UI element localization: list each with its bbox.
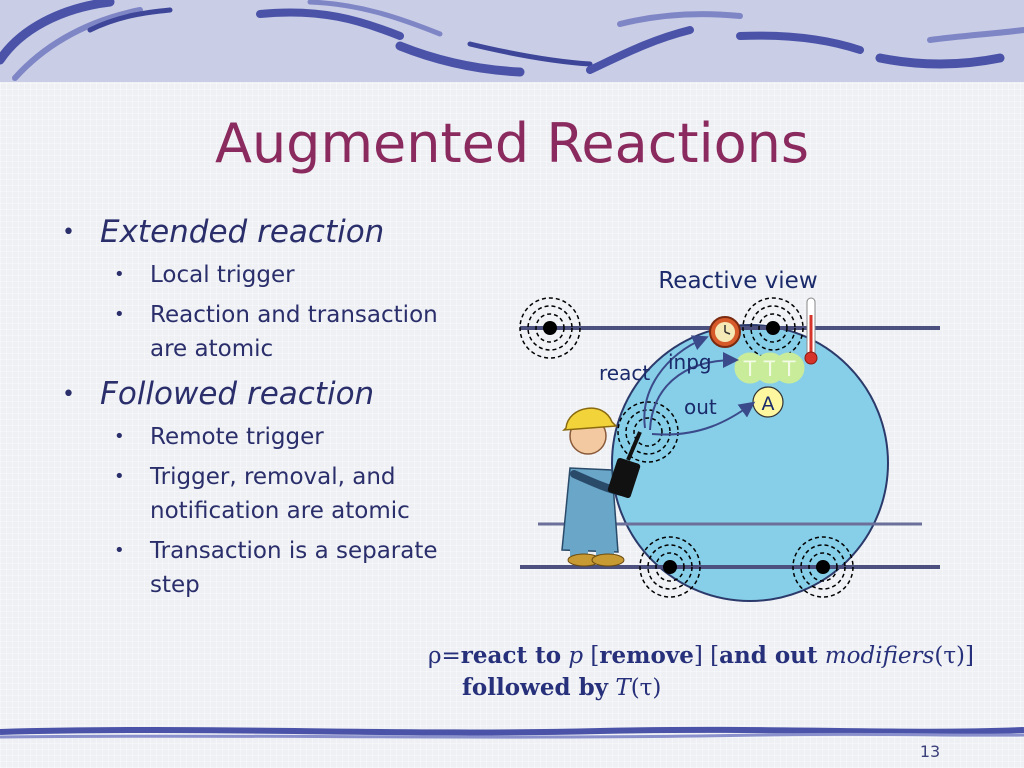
react-arrow bbox=[643, 335, 709, 429]
and-out-keyword: and out bbox=[719, 642, 818, 669]
sub-bullet: • Local trigger bbox=[114, 258, 502, 292]
t-variable: T bbox=[615, 675, 631, 701]
bullet-text-continued: notification are atomic bbox=[150, 498, 410, 524]
tuple-a: A bbox=[752, 386, 784, 418]
reactive-view-diagram: T T T A Reactive view react inpg out bbox=[519, 268, 940, 602]
followed-by-keyword: followed by bbox=[462, 674, 609, 701]
inpg-label: inpg bbox=[668, 350, 712, 374]
p-variable: p bbox=[568, 643, 584, 669]
tuple-t-3: T bbox=[773, 352, 805, 384]
bullet-marker: • bbox=[62, 220, 75, 245]
bullet-followed-reaction: • Followed reaction bbox=[62, 372, 502, 416]
slide-title: Augmented Reactions bbox=[215, 112, 809, 175]
reaction-formula: ρ=react to p [remove] [and out modifiers… bbox=[428, 640, 1018, 704]
tau-symbol: τ bbox=[943, 643, 957, 669]
bullet-text: Reaction and transaction bbox=[150, 302, 438, 328]
svg-text:A: A bbox=[762, 393, 775, 415]
sub-bullet: • Trigger, removal, and notification are… bbox=[114, 460, 502, 528]
react-to-keyword: react to bbox=[460, 642, 562, 669]
bullet-marker: • bbox=[114, 304, 125, 325]
bullet-list: • Extended reaction • Local trigger • Re… bbox=[62, 210, 502, 608]
reactive-view-label: Reactive view bbox=[658, 268, 817, 294]
formula-line-2: followed by T(τ) bbox=[462, 674, 662, 701]
bullet-marker: • bbox=[114, 426, 125, 447]
worker-figure bbox=[561, 407, 642, 567]
sub-bullet: • Reaction and transaction are atomic bbox=[114, 298, 502, 366]
bottom-stripe bbox=[0, 726, 1024, 739]
tau-symbol: τ bbox=[639, 675, 653, 701]
bullet-marker: • bbox=[114, 466, 125, 487]
rho-symbol: ρ= bbox=[428, 643, 461, 669]
formula-line-1: ρ=react to p [remove] [and out modifiers… bbox=[428, 642, 974, 669]
top-banner bbox=[0, 0, 1024, 82]
node-top-right bbox=[742, 297, 804, 359]
node-top-left bbox=[519, 297, 581, 359]
modifiers-term: modifiers bbox=[824, 643, 935, 669]
svg-text:T: T bbox=[782, 357, 796, 381]
out-arrow bbox=[651, 401, 756, 436]
sub-bullet: • Remote trigger bbox=[114, 420, 502, 454]
bullet-text: Transaction is a separate bbox=[150, 538, 438, 564]
bullet-text: Local trigger bbox=[150, 262, 295, 288]
thermometer-icon bbox=[804, 297, 818, 365]
svg-text:T: T bbox=[743, 357, 757, 381]
bullet-text: Extended reaction bbox=[100, 214, 385, 250]
out-label: out bbox=[684, 395, 717, 419]
bullet-text-continued: are atomic bbox=[150, 336, 274, 362]
bullet-marker: • bbox=[114, 264, 125, 285]
bullet-text-continued: step bbox=[150, 572, 200, 598]
node-bottom-right bbox=[792, 536, 854, 598]
clock-icon bbox=[709, 316, 741, 348]
reactive-sphere bbox=[611, 324, 889, 602]
bullet-marker: • bbox=[114, 540, 125, 561]
inpg-arrow bbox=[649, 352, 739, 431]
svg-text:T: T bbox=[763, 357, 777, 381]
react-label: react bbox=[599, 361, 650, 385]
sub-bullet: • Transaction is a separate step bbox=[114, 534, 502, 602]
bullet-marker: • bbox=[62, 382, 75, 407]
page-number: 13 bbox=[919, 742, 941, 761]
node-agent-device bbox=[617, 401, 679, 463]
node-bottom-left bbox=[639, 536, 701, 598]
bullet-text: Remote trigger bbox=[150, 424, 324, 450]
bullet-text: Trigger, removal, and bbox=[150, 464, 396, 490]
bullet-extended-reaction: • Extended reaction bbox=[62, 210, 502, 254]
remove-keyword: remove bbox=[599, 642, 694, 669]
bullet-text: Followed reaction bbox=[100, 376, 375, 412]
